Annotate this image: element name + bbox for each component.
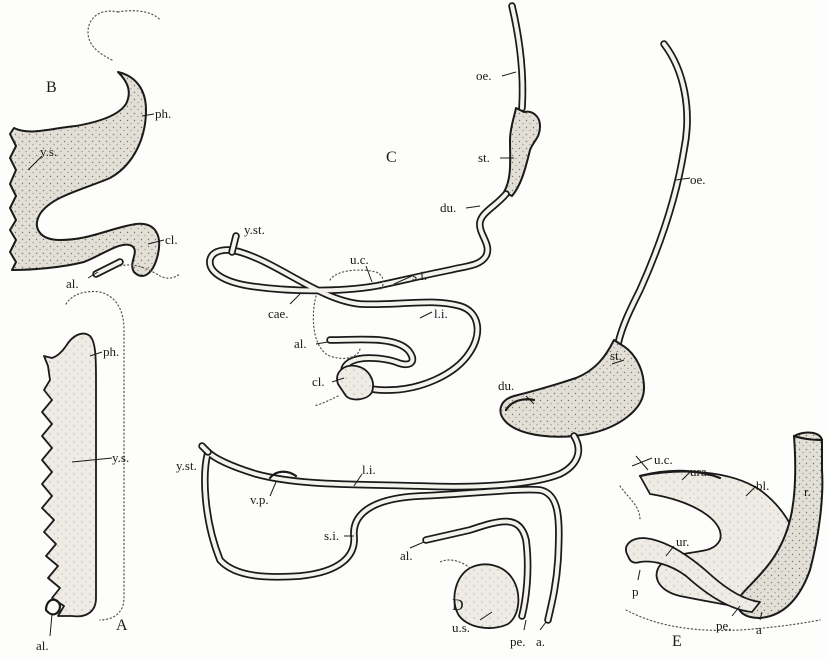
figure-d-sinus-dotted: [440, 560, 470, 568]
figure-e-label-ur: ur.: [676, 534, 689, 549]
figure-d-label-a: a.: [536, 634, 545, 649]
figure-c-label-si: s.i.: [412, 268, 427, 283]
figure-b-label-ph: ph.: [155, 106, 171, 121]
figure-e-label-uc: u.c.: [654, 452, 673, 467]
figure-a-al-leader: [50, 614, 52, 636]
figure-d-urogenital-sinus: [454, 564, 518, 628]
figure-d-letter: D: [452, 597, 464, 614]
figure-a-label-ys: y.s.: [112, 450, 129, 465]
figure-c-label-uc: u.c.: [350, 252, 369, 267]
figure-d-label-si: s.i.: [324, 528, 339, 543]
figure-c-label-al: al.: [294, 336, 307, 351]
figure-c-label-yst: y.st.: [244, 222, 265, 237]
figure-e: E u.c. ura. bl. r. ur. p pe. a: [620, 433, 822, 650]
figure-e-label-bl: bl.: [756, 478, 769, 493]
figure-e-outline-dotted-1: [620, 486, 640, 520]
figure-c-oe-leader: [502, 72, 516, 76]
figure-d-label-us: u.s.: [452, 620, 470, 635]
figure-d-oesophagus: [618, 44, 687, 344]
figure-c-uc-leader: [366, 266, 372, 282]
figure-e-p-leader: [638, 570, 640, 580]
figure-d-pe-leader: [524, 620, 526, 630]
figure-e-label-p: p: [632, 584, 639, 599]
figure-c-cloaca-dotted: [314, 396, 338, 406]
figure-d-label-yst: y.st.: [176, 458, 197, 473]
figure-a: A ph. y.s. al.: [36, 292, 129, 654]
figure-c-li-leader: [420, 312, 432, 318]
figure-c-label-oe: oe.: [476, 68, 492, 83]
figure-c-stomach: [504, 108, 540, 196]
figure-a-letter: A: [116, 617, 128, 634]
figure-d-label-al: al.: [400, 548, 413, 563]
figure-c-label-li: l.i.: [434, 306, 448, 321]
figure-d-label-du: du.: [498, 378, 514, 393]
figure-b-label-cl: cl.: [165, 232, 178, 247]
figure-d: D oe. st. du. y.st. v.p. l.i. s.i. al. u…: [176, 44, 706, 649]
figure-c-label-cl: cl.: [312, 374, 325, 389]
figure-e-label-a: a: [756, 622, 762, 637]
figure-c-label-st: st.: [478, 150, 490, 165]
figure-d-a-leader: [540, 622, 546, 630]
figure-d-label-oe: oe.: [690, 172, 706, 187]
figure-b-allantois-tube-inner: [96, 262, 120, 274]
figure-a-label-ph: ph.: [103, 344, 119, 359]
figure-e-label-ura: ura.: [690, 464, 710, 479]
figure-c: C oe. st. du. y.st. u.c. s.i. cae. l.i. …: [210, 6, 540, 406]
figure-e-label-pe: pe.: [716, 618, 732, 633]
figure-b-outline-dotted: [88, 11, 118, 60]
figure-c-du-leader: [466, 206, 480, 208]
figure-d-label-st: st.: [610, 348, 622, 363]
figure-d-label-li: l.i.: [362, 462, 376, 477]
figure-e-cut-mark: [632, 456, 652, 470]
figure-b: B ph. y.s. cl. al.: [10, 11, 180, 291]
figure-c-label-du: du.: [440, 200, 456, 215]
figure-c-cloaca: [337, 366, 373, 400]
figure-b-letter: B: [46, 79, 57, 96]
figure-c-label-cae: cae.: [268, 306, 289, 321]
figure-d-vp-leader: [270, 482, 276, 496]
figure-a-allantois-loop: [46, 600, 60, 615]
figure-b-label-al: al.: [66, 276, 79, 291]
figure-a-label-al: al.: [36, 638, 49, 653]
figure-d-label-pe: pe.: [510, 634, 526, 649]
figure-b-yolk-sac-shape: [10, 72, 159, 276]
figure-e-letter: E: [672, 633, 682, 650]
figure-c-cae-leader: [290, 294, 300, 304]
figure-d-label-vp: v.p.: [250, 492, 269, 507]
figure-b-outline-dotted-2: [118, 11, 160, 20]
figure-d-stomach: [500, 340, 644, 437]
figure-b-label-ys: y.s.: [40, 144, 57, 159]
figure-e-label-r: r.: [804, 484, 811, 499]
figure-a-yolk-sac-shape: [42, 334, 96, 617]
figure-c-letter: C: [386, 149, 397, 166]
